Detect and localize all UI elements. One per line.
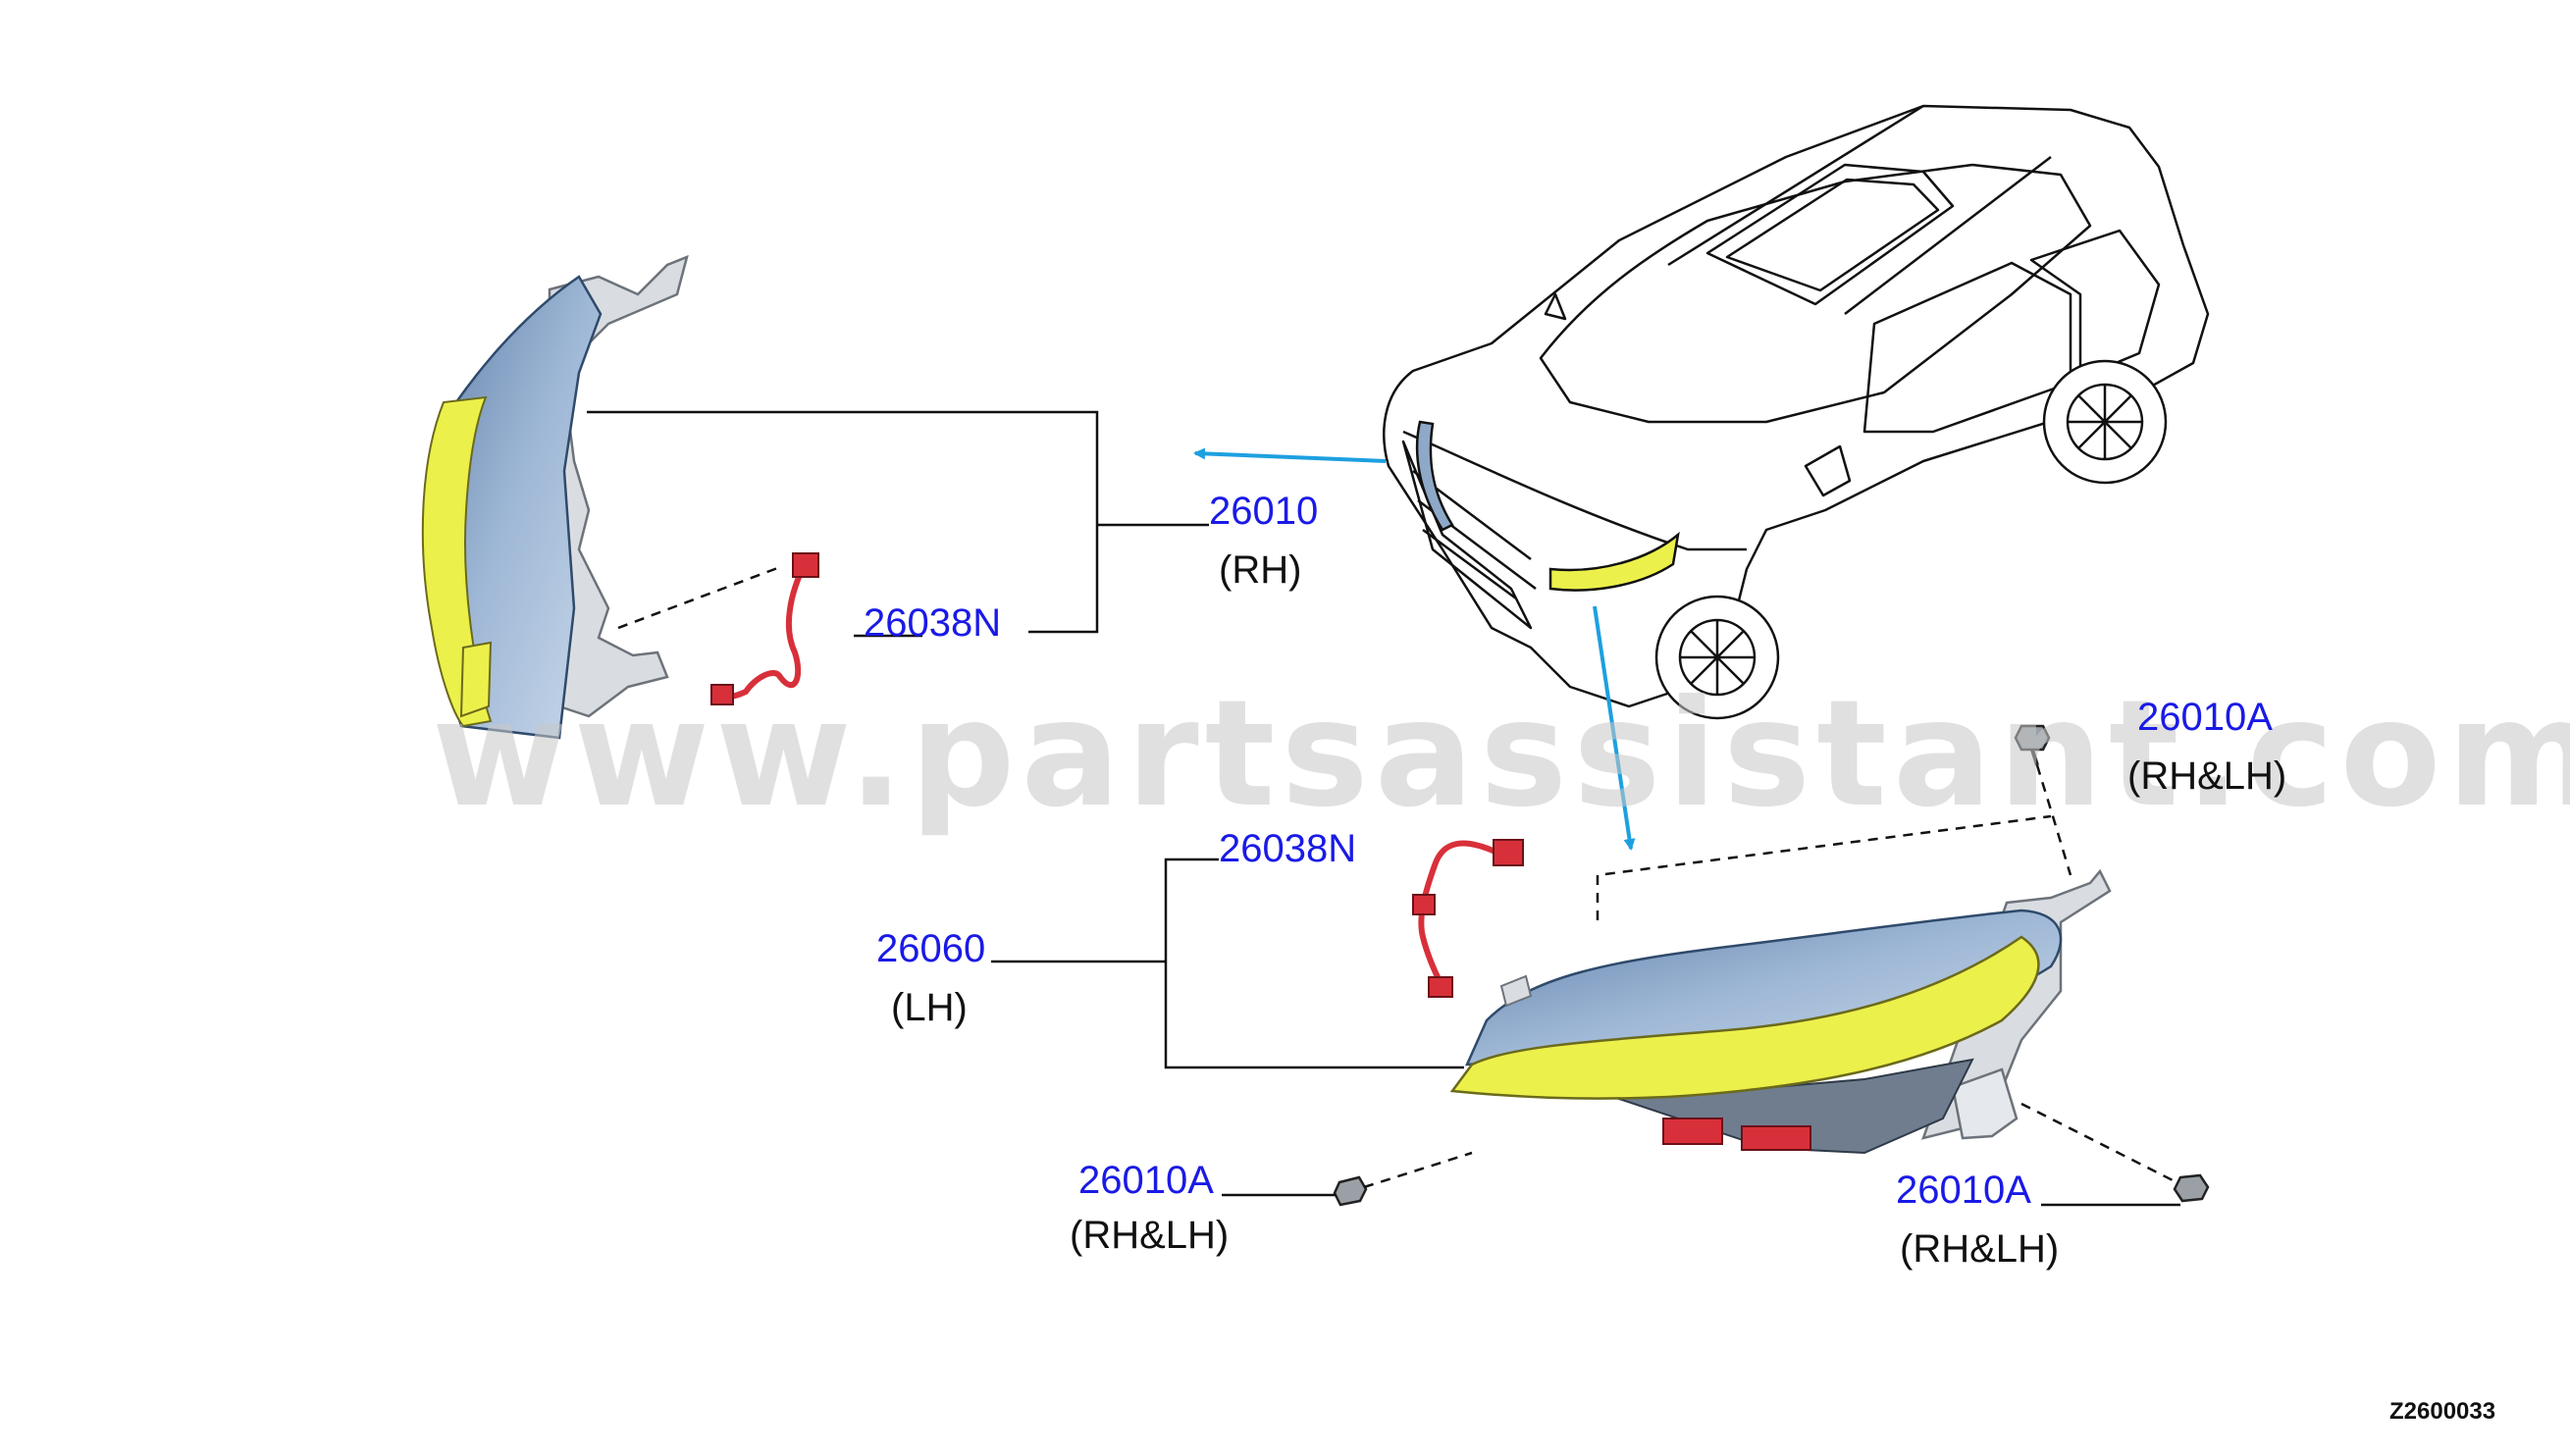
callout-bolt-left: 26010A (RH&LH) — [1070, 1159, 1229, 1257]
bolt-top — [2014, 724, 2051, 766]
drawing-code: Z2600033 — [2389, 1398, 2495, 1425]
harness-rh — [710, 552, 819, 705]
vehicle-illustration — [1383, 104, 2210, 720]
part-number-26010a-left: 26010A — [1078, 1159, 1214, 1202]
callout-bolt-right: 26010A (RH&LH) — [1896, 1169, 2059, 1271]
bolt-right — [2173, 1173, 2210, 1203]
headlamp-lh — [1449, 868, 2112, 1155]
side-label-rh: (RH) — [1219, 548, 1301, 592]
part-number-26060: 26060 — [876, 927, 985, 970]
headlamp-rh — [421, 254, 689, 740]
part-number-26038n-rh: 26038N — [864, 601, 1001, 645]
callout-bolt-top: 26010A (RH&LH) — [2127, 696, 2286, 798]
callout-headlamp-rh: 26010 (RH) — [1209, 490, 1318, 592]
callout-harness-lh: 26038N — [1219, 827, 1356, 870]
part-number-26038n-lh: 26038N — [1219, 827, 1356, 870]
harness-lh — [1412, 839, 1524, 998]
callout-headlamp-lh: 26060 (LH) — [876, 927, 985, 1029]
part-number-26010a-right: 26010A — [1896, 1169, 2031, 1212]
side-label-rh-lh-left: (RH&LH) — [1070, 1214, 1229, 1257]
bolt-left — [1333, 1175, 1368, 1207]
side-label-lh: (LH) — [891, 986, 968, 1029]
callout-harness-rh: 26038N — [864, 601, 1001, 645]
watermark: www.partsassistant.com — [432, 669, 2570, 840]
part-number-26010: 26010 — [1209, 490, 1318, 533]
part-number-26010a-top: 26010A — [2137, 696, 2273, 739]
side-label-rh-lh-right: (RH&LH) — [1900, 1227, 2059, 1271]
side-label-rh-lh-top: (RH&LH) — [2127, 754, 2286, 798]
